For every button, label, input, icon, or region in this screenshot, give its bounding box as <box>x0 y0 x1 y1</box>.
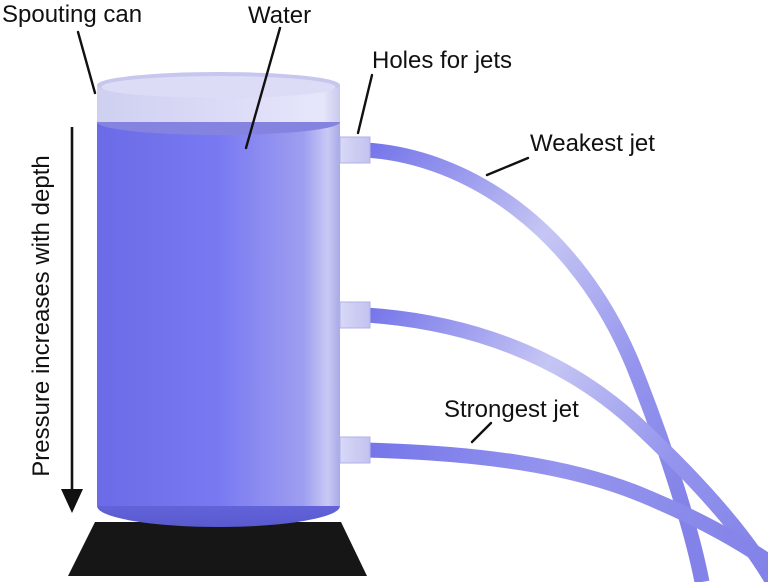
jet-middle <box>365 307 768 582</box>
jet-strongest <box>365 442 768 571</box>
leader-water <box>244 26 282 150</box>
leader-strongest-jet <box>470 421 493 444</box>
label-pressure-increases-with-depth: Pressure increases with depth <box>28 155 55 477</box>
spout-bottom <box>339 436 371 464</box>
label-water: Water <box>248 2 312 29</box>
can-body-water <box>97 122 340 506</box>
label-strongest-jet: Strongest jet <box>444 396 579 423</box>
leader-holes-for-jets <box>356 73 374 135</box>
label-holes-for-jets: Holes for jets <box>372 47 513 74</box>
leader-weakest-jet <box>485 156 530 177</box>
base-stand <box>68 522 367 576</box>
can-rim-inner <box>101 76 336 98</box>
spout-middle <box>339 301 371 329</box>
jet-weakest <box>365 142 710 582</box>
down-arrow-icon <box>61 489 83 513</box>
label-weakest-jet: Weakest jet <box>530 130 655 157</box>
spout-top <box>339 136 371 164</box>
leader-spouting-can <box>76 30 97 95</box>
label-spouting-can: Spouting can <box>2 1 143 28</box>
